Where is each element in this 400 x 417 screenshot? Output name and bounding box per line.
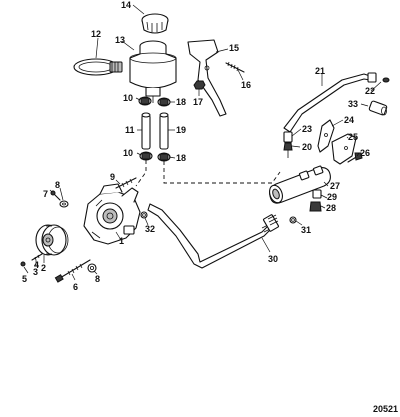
- o-ring-cooler: [289, 216, 297, 224]
- callout-29: 29: [327, 192, 337, 202]
- bracket-nut: [193, 80, 206, 90]
- return-hose: [141, 112, 151, 150]
- pulley-bolt: [31, 253, 43, 261]
- leader-lines: [23, 4, 382, 281]
- callout-2: 2: [41, 263, 46, 273]
- callout-18-upper: 18: [176, 97, 186, 107]
- callout-30: 30: [268, 254, 278, 264]
- callout-20: 20: [302, 142, 312, 152]
- callout-19: 19: [176, 125, 186, 135]
- lower-washer: [87, 263, 97, 273]
- callout-10-upper: 10: [123, 93, 133, 103]
- callout-21: 21: [315, 66, 325, 76]
- bracket-bolt: [225, 61, 245, 73]
- callout-17: 17: [193, 97, 203, 107]
- diagram-reference-code: 20521: [372, 404, 398, 414]
- power-steering-pump: [83, 183, 141, 245]
- mounting-bolt: [54, 259, 91, 283]
- upper-clamp-left: [138, 96, 152, 106]
- callout-15: 15: [229, 43, 239, 53]
- lower-clamp-left: [139, 151, 153, 161]
- callout-13: 13: [115, 35, 125, 45]
- upper-bolt: [50, 190, 61, 201]
- lower-clamp-right: [157, 152, 171, 162]
- callout-3: 3: [33, 267, 38, 277]
- callout-11: 11: [125, 125, 135, 135]
- callout-16: 16: [241, 80, 251, 90]
- cooler-hose-line: [283, 72, 377, 133]
- callout-labels: 1 2 3 4 5 6 7 8 8 9 10 10 11 12 13 14 15…: [22, 0, 375, 292]
- hose-fitting: [283, 131, 293, 158]
- upper-clamp-right: [157, 97, 171, 107]
- reservoir-bracket: [187, 39, 227, 117]
- hose-clamp: [73, 58, 123, 76]
- callout-7: 7: [43, 189, 48, 199]
- callout-5: 5: [22, 274, 27, 284]
- o-ring-pump: [140, 211, 148, 219]
- cooler-port-fitting: [312, 189, 322, 199]
- cooler-fitting: [368, 100, 388, 116]
- callout-32: 32: [145, 224, 155, 234]
- callout-10-lower: 10: [123, 148, 133, 158]
- callout-18-lower: 18: [176, 153, 186, 163]
- o-ring-top: [382, 77, 390, 83]
- pump-stud: [115, 177, 137, 189]
- cooler-drain-fitting: [309, 201, 322, 212]
- callout-33: 33: [348, 99, 358, 109]
- reservoir: [129, 40, 177, 103]
- upper-washer: [59, 200, 69, 208]
- reservoir-cap: [141, 13, 169, 34]
- callout-1: 1: [119, 236, 124, 246]
- callout-28: 28: [326, 203, 336, 213]
- callout-8-upper: 8: [55, 180, 60, 190]
- callout-31: 31: [301, 225, 311, 235]
- callout-23: 23: [302, 124, 312, 134]
- oil-cooler: [269, 165, 331, 204]
- cooler-clamp-b: [331, 133, 357, 165]
- pump-pulley: [35, 224, 69, 256]
- dashed-line-supply: [163, 161, 281, 184]
- callout-26: 26: [360, 148, 370, 158]
- callout-12: 12: [91, 29, 101, 39]
- callout-8-lower: 8: [95, 274, 100, 284]
- callout-6: 6: [73, 282, 78, 292]
- cooler-clamp-a: [317, 119, 335, 153]
- callout-22: 22: [365, 86, 375, 96]
- callout-27: 27: [330, 181, 340, 191]
- dashed-line-return: [135, 160, 147, 187]
- callout-9: 9: [110, 172, 115, 182]
- callout-25: 25: [348, 132, 358, 142]
- clamp-screw: [347, 152, 363, 163]
- pulley-washer: [20, 261, 26, 267]
- pressure-hose: [147, 203, 280, 269]
- callout-24: 24: [344, 115, 354, 125]
- callout-4: 4: [34, 260, 39, 270]
- callout-14: 14: [121, 0, 131, 10]
- supply-hose: [159, 112, 169, 150]
